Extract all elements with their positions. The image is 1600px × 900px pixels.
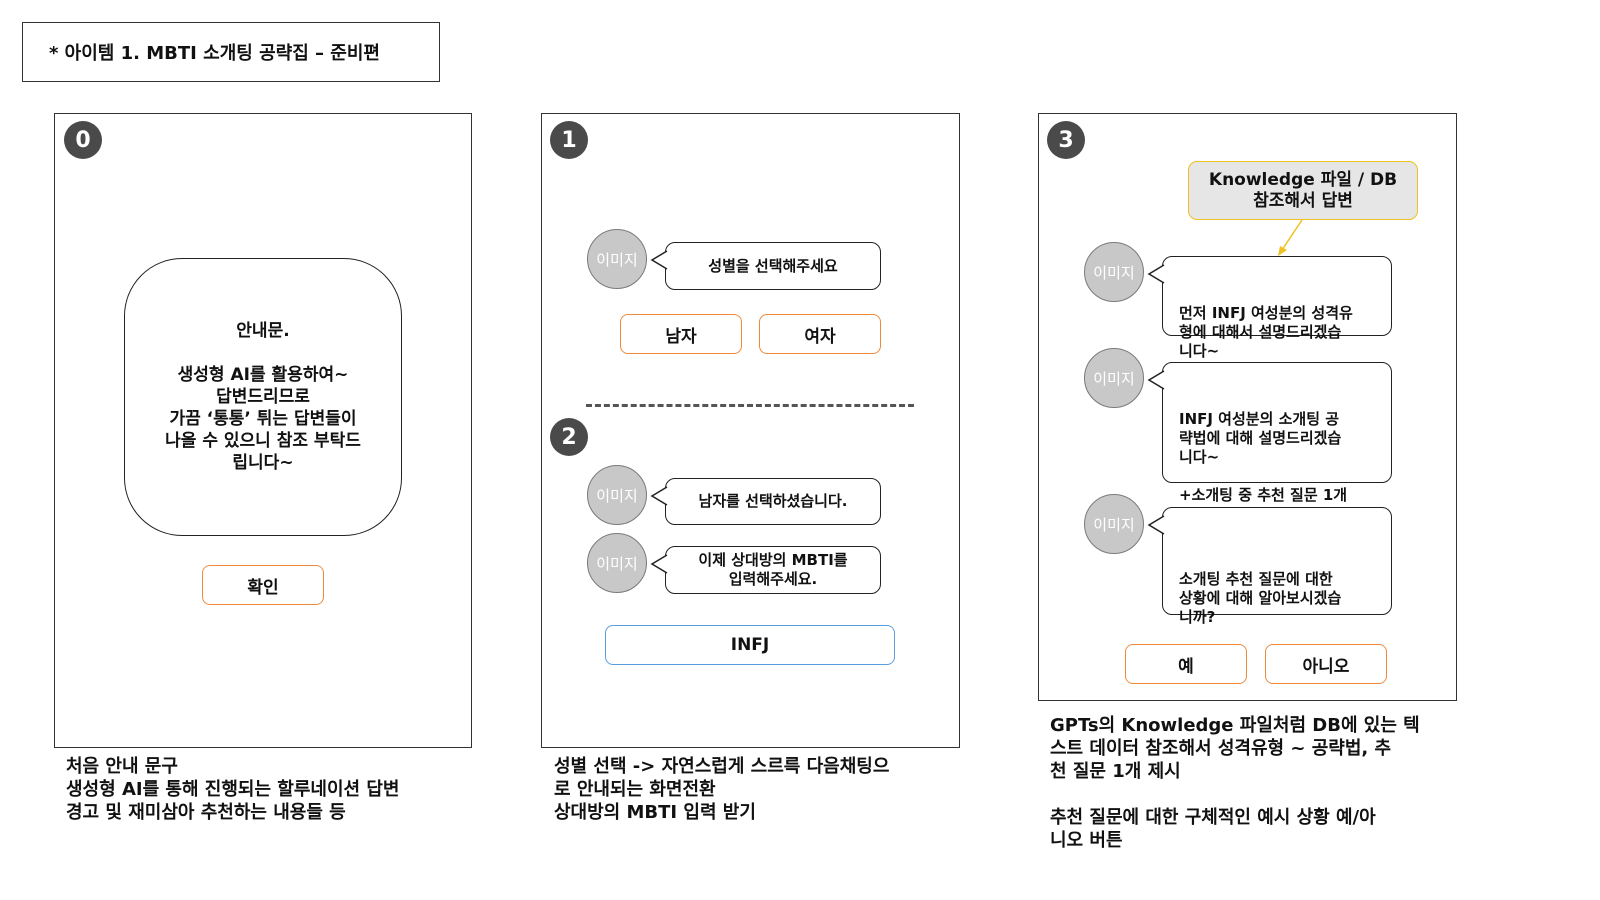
knowledge-arrow-icon — [1278, 219, 1303, 256]
bubble-tail-icon — [1147, 264, 1165, 284]
confirm-button[interactable]: 확인 — [202, 565, 324, 605]
screen-0-frame — [54, 113, 472, 748]
screen-1-number-badge: 1 — [550, 121, 588, 159]
avatar-image-placeholder: 이미지 — [1084, 242, 1144, 302]
bot-message-personality-text: 먼저 INFJ 여성분의 성격유 형에 대해서 설명드리겠습 니다~ — [1179, 304, 1353, 360]
bot-message-strategy: INFJ 여성분의 소개팅 공 략법에 대해 설명드리겠습 니다~ +소개팅 중… — [1147, 362, 1392, 504]
avatar-image-placeholder: 이미지 — [1084, 494, 1144, 554]
notice-title: 안내문. — [236, 321, 290, 341]
bubble-tail-icon — [1147, 515, 1165, 535]
screen-2-number-badge: 2 — [550, 418, 588, 456]
bubble-tail-icon — [650, 250, 668, 270]
bot-message-gender-selected: 남자를 선택하셨습니다. — [650, 478, 881, 525]
screen-0-caption: 처음 안내 문구 생성형 AI를 통해 진행되는 할루네이션 답변 경고 및 재… — [66, 756, 400, 823]
notice-body: 생성형 AI를 활용하여~ 답변드리므로 가끔 ‘통통’ 튀는 답변들이 나올 … — [165, 365, 361, 473]
avatar-image-placeholder: 이미지 — [587, 229, 647, 289]
knowledge-db-note: Knowledge 파일 / DB 참조해서 답변 — [1188, 161, 1418, 220]
male-button[interactable]: 남자 — [620, 314, 742, 354]
page-title: * 아이템 1. MBTI 소개팅 공략집 – 준비편 — [22, 22, 440, 82]
avatar-image-placeholder: 이미지 — [1084, 348, 1144, 408]
bubble-tail-icon — [650, 554, 668, 574]
bubble-tail-icon — [650, 486, 668, 506]
yes-button[interactable]: 예 — [1125, 644, 1247, 684]
section-divider — [586, 404, 914, 407]
bot-message-mbti-request-text: 이제 상대방의 MBTI를 입력해주세요. — [698, 551, 848, 588]
page-title-text: * 아이템 1. MBTI 소개팅 공략집 – 준비편 — [49, 43, 380, 64]
female-button[interactable]: 여자 — [759, 314, 881, 354]
bubble-tail-icon — [1147, 370, 1165, 390]
bot-message-strategy-text: INFJ 여성분의 소개팅 공 략법에 대해 설명드리겠습 니다~ +소개팅 중… — [1179, 410, 1348, 504]
screen-3-caption: GPTs의 Knowledge 파일처럼 DB에 있는 텍 스트 데이터 참조해… — [1050, 715, 1420, 851]
no-button[interactable]: 아니오 — [1265, 644, 1387, 684]
bot-message-gender: 성별을 선택해주세요 — [650, 242, 881, 290]
avatar-image-placeholder: 이미지 — [587, 533, 647, 593]
bot-message-mbti-request: 이제 상대방의 MBTI를 입력해주세요. — [650, 546, 881, 594]
screen-1-2-caption: 성별 선택 -> 자연스럽게 스르륵 다음채팅으 로 안내되는 화면전환 상대방… — [554, 756, 890, 823]
bot-message-question: 소개팅 추천 질문에 대한 상황에 대해 알아보시겠습 니까? — [1147, 507, 1392, 626]
notice-dialog: 안내문. 생성형 AI를 활용하여~ 답변드리므로 가끔 ‘통통’ 튀는 답변들… — [124, 258, 402, 536]
bot-message-question-text: 소개팅 추천 질문에 대한 상황에 대해 알아보시겠습 니까? — [1179, 570, 1342, 626]
avatar-image-placeholder: 이미지 — [587, 465, 647, 525]
bot-message-gender-selected-text: 남자를 선택하셨습니다. — [698, 492, 848, 510]
mbti-input-field[interactable]: INFJ — [605, 625, 895, 665]
bot-message-personality: 먼저 INFJ 여성분의 성격유 형에 대해서 설명드리겠습 니다~ — [1147, 256, 1392, 360]
bot-message-gender-text: 성별을 선택해주세요 — [708, 256, 838, 275]
screen-0-number-badge: 0 — [64, 121, 102, 159]
screen-3-number-badge: 3 — [1047, 121, 1085, 159]
